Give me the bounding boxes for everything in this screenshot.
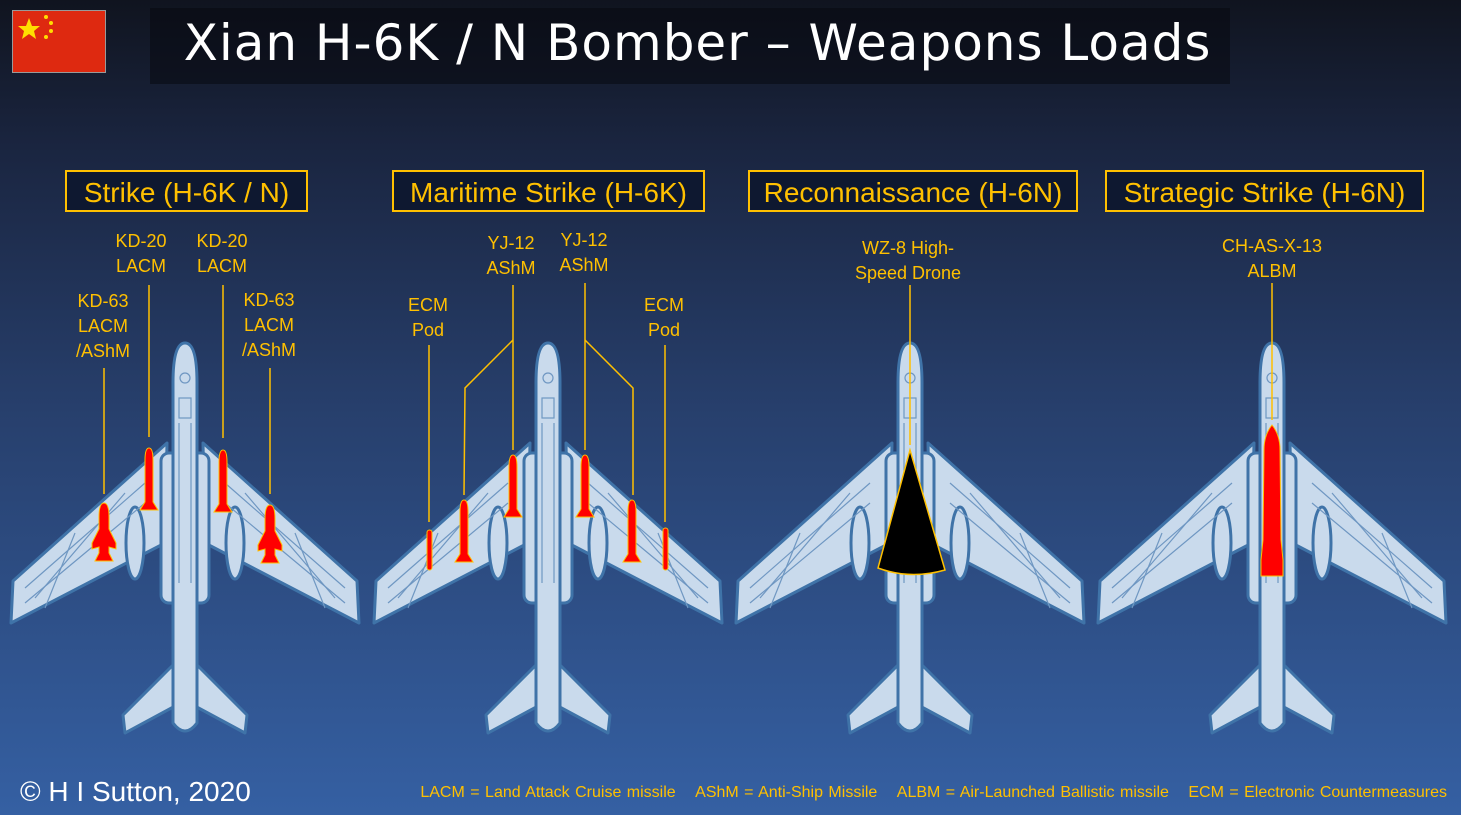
label-line: LACM <box>243 315 294 335</box>
label-line: /AShM <box>241 340 297 360</box>
china-flag <box>12 10 106 73</box>
label-wz8: WZ-8 High- Speed Drone <box>838 236 978 286</box>
title-band <box>150 8 1230 84</box>
leader-lines <box>103 283 1273 522</box>
legend-ashm: AShM = Anti-Ship Missile <box>695 784 878 801</box>
panel-header-strategic: Strategic Strike (H-6N) <box>1105 170 1424 212</box>
label-ecm-right: ECM Pod <box>604 293 724 343</box>
label-line: LACM <box>115 256 166 276</box>
label-line: WZ-8 High- <box>861 238 954 258</box>
panel-header-recon: Reconnaissance (H-6N) <box>748 170 1078 212</box>
legend: LACM = Land Attack Cruise missile AShM =… <box>406 784 1447 802</box>
wz8-drone <box>877 447 946 576</box>
label-line: AShM <box>486 258 536 278</box>
panel-header-maritime: Maritime Strike (H-6K) <box>392 170 705 212</box>
label-line: /AShM <box>75 341 131 361</box>
legend-ecm: ECM = Electronic Countermeasures <box>1188 784 1447 801</box>
label-line: Pod <box>647 320 681 340</box>
label-line: ALBM <box>1247 261 1297 281</box>
label-line: ECM <box>408 295 448 315</box>
panel-header-strike: Strike (H-6K / N) <box>65 170 308 212</box>
label-line: CH-AS-X-13 <box>1221 236 1323 256</box>
label-ecm-left: ECM Pod <box>368 293 488 343</box>
page-title: Xian H-6K / N Bomber – Weapons Loads <box>183 14 1212 72</box>
label-line: Pod <box>411 320 445 340</box>
label-line: ECM <box>644 295 684 315</box>
ch-as-x-13-albm <box>1260 424 1284 577</box>
ecm-pod-left <box>426 529 433 571</box>
legend-albm: ALBM = Air-Launched Ballistic missile <box>896 784 1169 801</box>
label-line: KD-63 <box>243 290 295 310</box>
label-line: Speed Drone <box>854 263 962 283</box>
label-line: LACM <box>77 316 128 336</box>
star-icon <box>18 15 53 39</box>
label-line: AShM <box>559 255 609 275</box>
label-line: LACM <box>196 256 247 276</box>
label-line: YJ-12 <box>487 233 535 253</box>
ecm-pod-right <box>662 527 669 571</box>
copyright: © H I Sutton, 2020 <box>20 776 251 807</box>
label-line: KD-20 <box>115 231 167 251</box>
label-line: KD-63 <box>77 291 129 311</box>
legend-lacm: LACM = Land Attack Cruise missile <box>420 784 676 801</box>
label-line: KD-20 <box>196 231 248 251</box>
label-line: YJ-12 <box>560 230 608 250</box>
aircraft-h6-maritime <box>372 341 724 735</box>
aircraft-h6-strike <box>9 341 361 735</box>
